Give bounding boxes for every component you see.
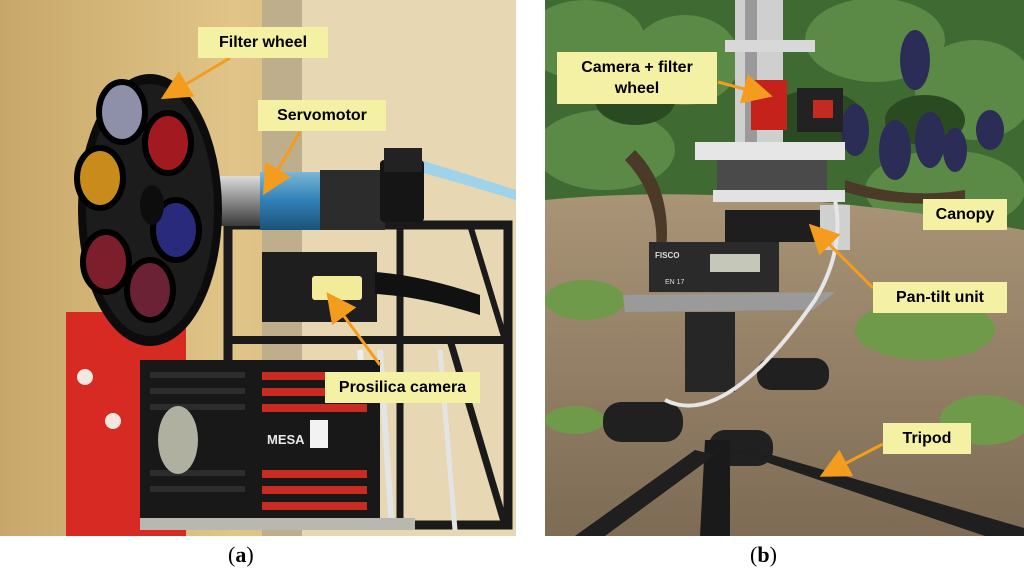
- caption-b-letter: b: [757, 542, 770, 567]
- mesa-logo: MESA: [267, 432, 305, 447]
- fisco-logo: FISCO: [655, 251, 679, 260]
- photo-panel-b: FISCO EN 17 Camera + filter wheel Canopy…: [545, 0, 1024, 536]
- caption-b: (b): [750, 542, 777, 567]
- callout-servomotor: Servomotor: [258, 100, 386, 131]
- callout-tripod: Tripod: [883, 423, 971, 454]
- callout-camera-filter-wheel-line2: wheel: [614, 80, 660, 97]
- photo-camera-rig: MESA: [0, 0, 516, 536]
- callout-filter-wheel: Filter wheel: [198, 27, 328, 58]
- callout-pan-tilt-unit: Pan-tilt unit: [873, 282, 1007, 313]
- callout-camera-filter-wheel: Camera + filter wheel: [557, 52, 717, 104]
- photo-panel-a: MESA Filter wheel Servomotor Prosilica c…: [0, 0, 516, 536]
- callout-camera-filter-wheel-line1: Camera + filter: [581, 59, 693, 76]
- caption-a: (a): [228, 542, 254, 567]
- callout-prosilica-camera: Prosilica camera: [325, 372, 480, 403]
- caption-a-letter: a: [235, 542, 247, 567]
- logger-model-label: EN 17: [665, 279, 685, 286]
- callout-canopy: Canopy: [923, 199, 1007, 230]
